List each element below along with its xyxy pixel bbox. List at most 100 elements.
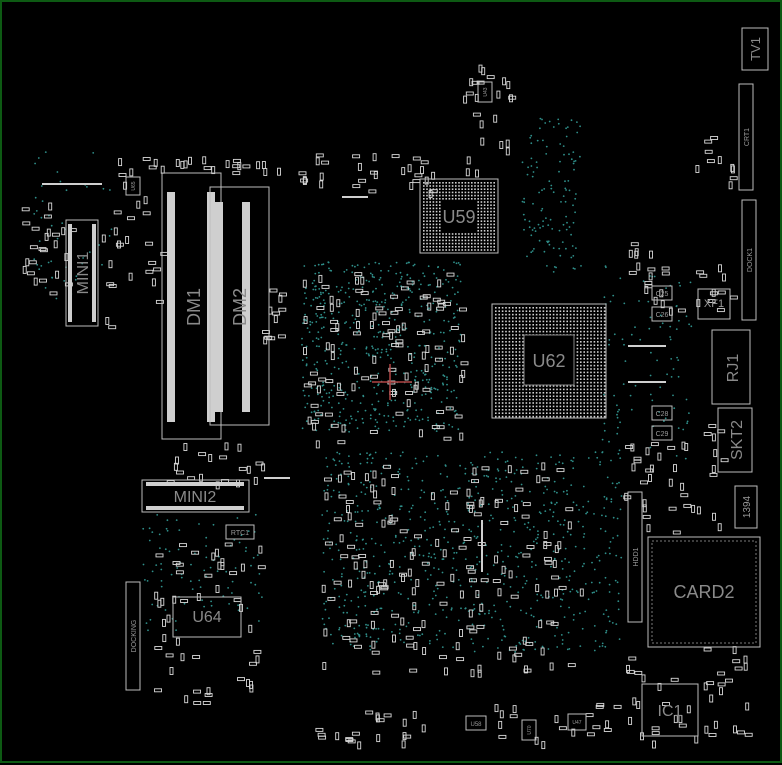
bga-ball [458, 194, 460, 197]
bga-ball [451, 236, 454, 238]
via [597, 554, 600, 557]
bga-ball [539, 415, 541, 418]
u58-chip: U58 [465, 715, 487, 731]
bga-ball [573, 324, 575, 326]
smd-pad [148, 260, 157, 265]
bga-ball [583, 364, 585, 367]
via [535, 454, 538, 457]
via [507, 555, 509, 558]
bga-ball [580, 337, 582, 340]
via [347, 366, 350, 369]
smd-pad [347, 512, 352, 521]
via [620, 495, 623, 497]
smd-pad [183, 443, 188, 451]
bga-ball [573, 317, 575, 319]
via [611, 482, 614, 485]
smd-pad [192, 655, 201, 659]
via [582, 536, 585, 538]
via [407, 479, 410, 482]
via [514, 495, 517, 497]
via [321, 395, 323, 398]
bga-ball [461, 198, 463, 200]
via [579, 645, 582, 647]
via [387, 354, 389, 357]
bga-ball [542, 405, 545, 408]
via [303, 302, 306, 305]
bga-ball [429, 204, 431, 206]
smd-pad [419, 295, 428, 300]
bga-ball [603, 320, 606, 323]
via [338, 595, 341, 598]
via [418, 288, 421, 291]
smd-pad [567, 521, 572, 530]
smd-pad [378, 311, 387, 316]
smd-pad [460, 361, 469, 366]
via [258, 592, 260, 594]
bga-ball [529, 385, 531, 387]
via [524, 582, 527, 585]
via [360, 589, 363, 592]
smd-pad [370, 610, 379, 615]
bga-ball [576, 405, 579, 408]
smd-pad [203, 166, 212, 171]
bga-ball [580, 398, 582, 401]
smd-pad [558, 726, 567, 731]
bga-ball [597, 354, 599, 357]
smd-pad [694, 735, 699, 744]
bga-ball [495, 320, 497, 323]
via [178, 529, 181, 531]
via [431, 597, 434, 600]
bga-ball [515, 344, 517, 346]
smd-pad [408, 353, 413, 361]
smd-pad [354, 644, 362, 649]
smd-pad [391, 343, 400, 347]
via [328, 522, 331, 525]
via [234, 567, 237, 569]
via [441, 646, 444, 648]
bga-ball [515, 375, 517, 377]
bga-ball [590, 351, 592, 353]
smd-pad [310, 419, 319, 424]
bga-ball [522, 388, 524, 391]
via [338, 452, 341, 455]
via [547, 224, 550, 227]
via [537, 462, 539, 465]
bga-ball [600, 317, 602, 319]
via [310, 387, 313, 389]
bga-ball [477, 239, 479, 242]
smd-pad [435, 538, 440, 547]
via [539, 512, 542, 515]
bga-ball [483, 236, 486, 238]
bga-ball [597, 368, 599, 370]
bga-ball [490, 204, 492, 206]
bga-ball [597, 330, 599, 333]
via [365, 633, 368, 636]
bga-ball [549, 405, 551, 408]
smd-pad [509, 94, 513, 103]
via [473, 650, 476, 653]
bga-ball [448, 194, 451, 197]
smd-pad [368, 189, 377, 194]
bga-ball [508, 320, 511, 323]
smd-pad [370, 170, 378, 175]
via [602, 613, 605, 615]
bga-ball [451, 188, 454, 190]
bga-ball [535, 398, 538, 401]
bga-ball [600, 381, 602, 384]
via [490, 514, 492, 517]
via [363, 303, 365, 306]
smd-pad [466, 156, 471, 165]
bga-ball [515, 395, 517, 397]
via [451, 547, 454, 550]
bga-ball [590, 388, 592, 391]
bga-ball [542, 327, 545, 329]
smd-pad [732, 646, 737, 655]
via [504, 461, 507, 463]
bga-ball [515, 327, 517, 329]
bga-ball [532, 330, 534, 333]
bga-ball [458, 249, 460, 251]
bga-ball [566, 398, 568, 401]
smd-pad [613, 704, 622, 709]
via [442, 269, 445, 271]
via [506, 499, 509, 502]
